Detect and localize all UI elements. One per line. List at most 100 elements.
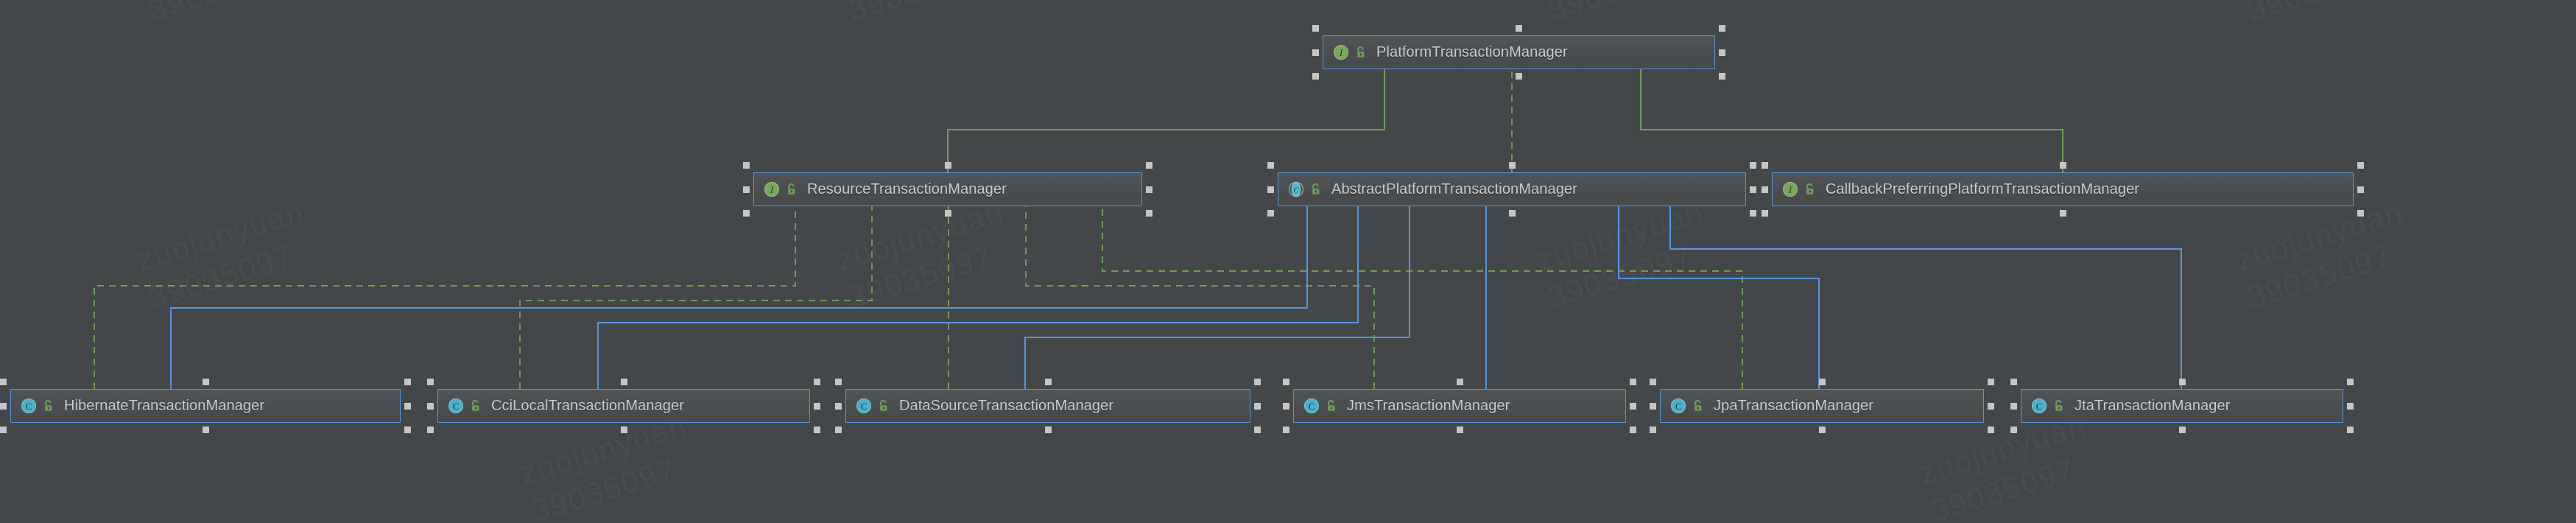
selection-handle[interactable]: [1267, 210, 1274, 217]
selection-handle[interactable]: [743, 162, 750, 169]
selection-handle[interactable]: [1630, 427, 1636, 433]
selection-handle[interactable]: [427, 402, 434, 410]
selection-handle[interactable]: [1267, 162, 1274, 169]
selection-handle[interactable]: [1508, 162, 1516, 169]
selection-handle[interactable]: [1650, 379, 1656, 385]
edge-resource-to-platform: [947, 41, 1385, 172]
uml-node-label: HibernateTransactionManager: [64, 397, 265, 414]
selection-handle[interactable]: [1516, 73, 1522, 80]
selection-handle[interactable]: [1630, 402, 1636, 410]
selection-handle[interactable]: [1988, 379, 1994, 385]
selection-handle[interactable]: [1146, 210, 1152, 217]
selection-handle[interactable]: [404, 427, 411, 433]
selection-handle[interactable]: [1762, 162, 1768, 169]
selection-handle[interactable]: [2357, 186, 2364, 193]
selection-handle[interactable]: [1650, 427, 1656, 433]
selection-handle[interactable]: [202, 379, 209, 385]
selection-handle[interactable]: [1750, 210, 1756, 217]
selection-handle[interactable]: [620, 427, 627, 433]
selection-handle[interactable]: [2010, 427, 2017, 433]
selection-handle[interactable]: [0, 379, 7, 385]
selection-handle[interactable]: [1283, 402, 1289, 410]
selection-handle[interactable]: [2347, 402, 2354, 410]
selection-handle[interactable]: [1719, 25, 1725, 32]
selection-handle[interactable]: [1254, 427, 1261, 433]
selection-handle[interactable]: [1988, 427, 1994, 433]
selection-handle[interactable]: [944, 210, 951, 217]
selection-handle[interactable]: [2357, 210, 2364, 217]
selection-handle[interactable]: [1312, 49, 1319, 56]
selection-handle[interactable]: [1267, 186, 1274, 193]
selection-handle[interactable]: [1762, 210, 1768, 217]
selection-handle[interactable]: [1650, 402, 1656, 410]
selection-handle[interactable]: [835, 402, 842, 410]
selection-handle[interactable]: [944, 162, 951, 169]
selection-handle[interactable]: [1988, 402, 1994, 410]
selection-handle[interactable]: [2347, 379, 2354, 385]
selection-handle[interactable]: [1750, 186, 1756, 193]
selection-handle[interactable]: [1254, 402, 1261, 410]
public-unlocked-icon: [1354, 45, 1368, 60]
selection-handle[interactable]: [427, 379, 434, 385]
class-icon: C: [21, 398, 37, 414]
selection-handle[interactable]: [1283, 427, 1289, 433]
selection-handle[interactable]: [0, 427, 7, 433]
selection-handle[interactable]: [1312, 25, 1319, 32]
selection-handle[interactable]: [404, 379, 411, 385]
selection-handle[interactable]: [1146, 162, 1152, 169]
selection-handle[interactable]: [743, 186, 750, 193]
selection-handle[interactable]: [2347, 427, 2354, 433]
selection-handle[interactable]: [1456, 379, 1463, 385]
selection-handle[interactable]: [814, 402, 820, 410]
selection-handle[interactable]: [814, 427, 820, 433]
selection-handle[interactable]: [1818, 427, 1826, 433]
selection-handle[interactable]: [1283, 379, 1289, 385]
selection-handle[interactable]: [1044, 379, 1052, 385]
selection-handle[interactable]: [2059, 210, 2066, 217]
selection-handle[interactable]: [1750, 162, 1756, 169]
uml-node-hibernate-transaction-manager[interactable]: C HibernateTransactionManager: [10, 389, 401, 423]
selection-handle[interactable]: [620, 379, 627, 385]
selection-handle[interactable]: [835, 427, 842, 433]
selection-handle[interactable]: [1312, 73, 1319, 80]
selection-handle[interactable]: [2010, 379, 2017, 385]
selection-handle[interactable]: [2178, 427, 2186, 433]
watermark-text: zuojunyuan 39035097: [832, 192, 1020, 317]
selection-handle[interactable]: [1456, 427, 1463, 433]
selection-handle[interactable]: [2059, 162, 2066, 169]
interface-icon: I: [1333, 44, 1349, 60]
selection-handle[interactable]: [1719, 49, 1725, 56]
selection-handle[interactable]: [743, 210, 750, 217]
selection-handle[interactable]: [1719, 73, 1725, 80]
selection-handle[interactable]: [1818, 379, 1826, 385]
selection-handle[interactable]: [1146, 186, 1152, 193]
selection-handle[interactable]: [427, 427, 434, 433]
svg-text:I: I: [1339, 47, 1343, 58]
selection-handle[interactable]: [1630, 379, 1636, 385]
watermark-text: zuojunyuan 39035097: [133, 192, 320, 317]
selection-handle[interactable]: [1508, 210, 1516, 217]
selection-handle[interactable]: [1762, 186, 1768, 193]
selection-handle[interactable]: [202, 427, 209, 433]
selection-handle[interactable]: [0, 402, 7, 410]
selection-handle[interactable]: [2010, 402, 2017, 410]
selection-handle[interactable]: [1044, 427, 1052, 433]
selection-handle[interactable]: [1516, 25, 1522, 32]
edge-jms-to-resource: [1016, 178, 1375, 389]
selection-handle[interactable]: [835, 379, 842, 385]
selection-handle[interactable]: [2357, 162, 2364, 169]
selection-handle[interactable]: [814, 379, 820, 385]
selection-handle[interactable]: [1254, 379, 1261, 385]
selection-handle[interactable]: [2178, 379, 2186, 385]
selection-handle[interactable]: [404, 402, 411, 410]
